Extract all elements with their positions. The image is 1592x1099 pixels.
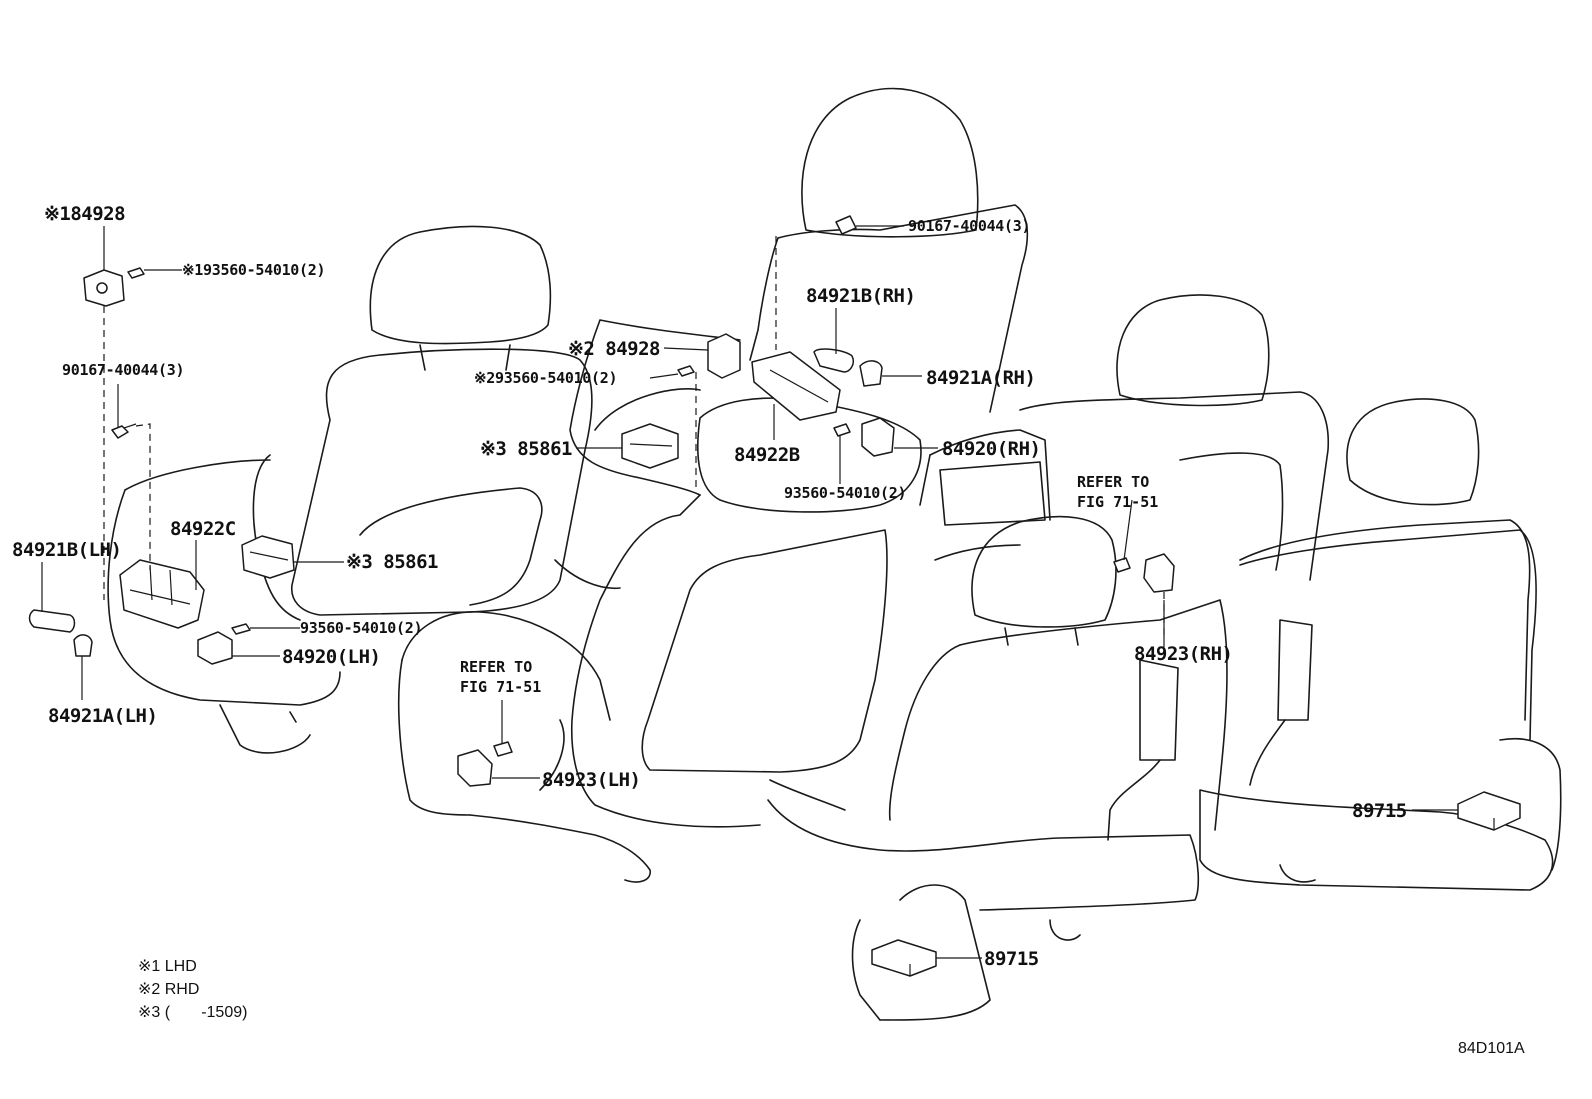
module-84928-rhd: [707, 333, 741, 379]
actuator-84920-RH: [861, 417, 895, 457]
label-84920-RH: 84920(RH): [942, 438, 1041, 460]
assembly-lines: [103, 236, 1165, 650]
module-84928-lhd: [83, 269, 125, 307]
bolt-84923-LH: [493, 741, 513, 757]
actuator-84920-LH: [197, 631, 233, 665]
label-84921A-RH: 84921A(RH): [926, 367, 1036, 389]
label-93560-center: 93560-54010(2): [784, 484, 907, 502]
module-89715-bottom: [871, 939, 937, 977]
leader-lines: [41, 225, 1458, 959]
cover-84921B-LH: [28, 609, 76, 633]
note-date-range: ※3 ( -1509): [138, 1004, 248, 1021]
front-right-seat: [397, 87, 1029, 883]
refer-line-1: REFER TO: [460, 658, 533, 676]
note-lhd: ※1 LHD: [138, 958, 197, 975]
label-84921B-RH: 84921B(RH): [806, 285, 916, 307]
cover-84921A-LH: [73, 634, 93, 657]
module-89715-right: [1457, 791, 1521, 831]
screw-93560-lhd: [127, 267, 145, 279]
label-84923-LH: 84923(LH): [542, 769, 641, 791]
label-84921A-LH: 84921A(LH): [48, 705, 158, 727]
label-93560-lhd: ※193560-54010(2): [182, 261, 326, 279]
label-89715-right: 89715: [1352, 800, 1407, 822]
refer-line-1: REFER TO: [1077, 473, 1150, 491]
screw-93560-center: [833, 423, 851, 437]
label-84920-LH: 84920(LH): [282, 646, 381, 668]
note-rhd: ※2 RHD: [138, 981, 200, 998]
label-84923-RH: 84923(RH): [1134, 643, 1233, 665]
bracket-84923-LH: [457, 749, 493, 787]
label-84922C: 84922C: [170, 518, 236, 540]
label-93560-left: 93560-54010(2): [300, 619, 423, 637]
third-row-seats: [919, 294, 1531, 721]
label-90167-left: 90167-40044(3): [62, 361, 185, 379]
cover-84921B-RH: [813, 348, 855, 373]
label-84922B: 84922B: [734, 444, 800, 466]
label-84921B-LH: 84921B(LH): [12, 539, 122, 561]
switch-85861-center: [621, 423, 679, 469]
bracket-84922C: [119, 559, 205, 629]
label-93560-rhd: ※293560-54010(2): [474, 369, 618, 387]
bolt-90167-right: [835, 215, 857, 235]
label-85861-center: ※3 85861: [480, 438, 573, 460]
label-90167-right: 90167-40044(3): [908, 217, 1031, 235]
bolt-84923-RH: [1113, 557, 1131, 573]
bracket-84923-RH: [1143, 553, 1175, 593]
refer-line-2: FIG 71-51: [460, 678, 542, 696]
screw-93560-left: [231, 623, 251, 635]
refer-to-fig-left: REFER TO FIG 71-51: [460, 657, 541, 697]
screw-93560-rhd: [677, 365, 695, 377]
label-84928-rhd: ※2 84928: [568, 338, 661, 360]
refer-line-2: FIG 71-51: [1077, 493, 1159, 511]
label-84928-lhd: ※184928: [44, 203, 126, 225]
switch-85861-front-left: [241, 535, 295, 579]
front-left-seat: [107, 225, 621, 754]
refer-to-fig-right: REFER TO FIG 71-51: [1077, 472, 1158, 512]
bracket-84922B: [751, 351, 841, 421]
cover-84921A-RH: [859, 360, 883, 387]
label-85861-front-left: ※3 85861: [346, 551, 439, 573]
second-row-seat: [767, 515, 1562, 1021]
figure-code: 84D101A: [1458, 1040, 1525, 1057]
label-89715-bottom: 89715: [984, 948, 1039, 970]
bolt-90167-left: [111, 423, 137, 439]
